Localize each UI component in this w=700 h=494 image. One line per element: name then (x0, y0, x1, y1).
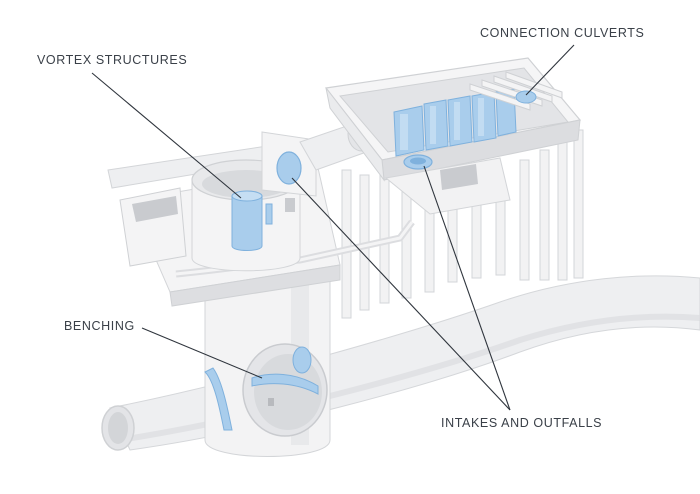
benching-outlet (292, 346, 312, 374)
benching-channel (251, 373, 319, 395)
leader-intakes-a (291, 177, 511, 411)
leader-benching (141, 327, 263, 379)
drop-shaft (204, 269, 331, 457)
culvert-connection-port (515, 90, 537, 104)
label-vortex-structures: VORTEX STRUCTURES (37, 53, 188, 67)
label-benching: BENCHING (64, 319, 135, 333)
leader-intakes-b (423, 165, 511, 411)
culvert-chamber (324, 57, 582, 215)
label-connection-culverts: CONNECTION CULVERTS (480, 26, 645, 40)
leader-vortex-structures (91, 72, 242, 199)
tunnel-collar (204, 367, 233, 431)
vortex-inlet-port (276, 151, 302, 185)
leader-lines (91, 44, 575, 411)
vortex-structure (231, 195, 263, 251)
vortex-chamber (191, 131, 317, 272)
label-intakes-and-outfalls: INTAKES AND OUTFALLS (441, 416, 603, 430)
leader-connection-culverts (525, 44, 575, 96)
inspection-box-right (440, 164, 478, 190)
